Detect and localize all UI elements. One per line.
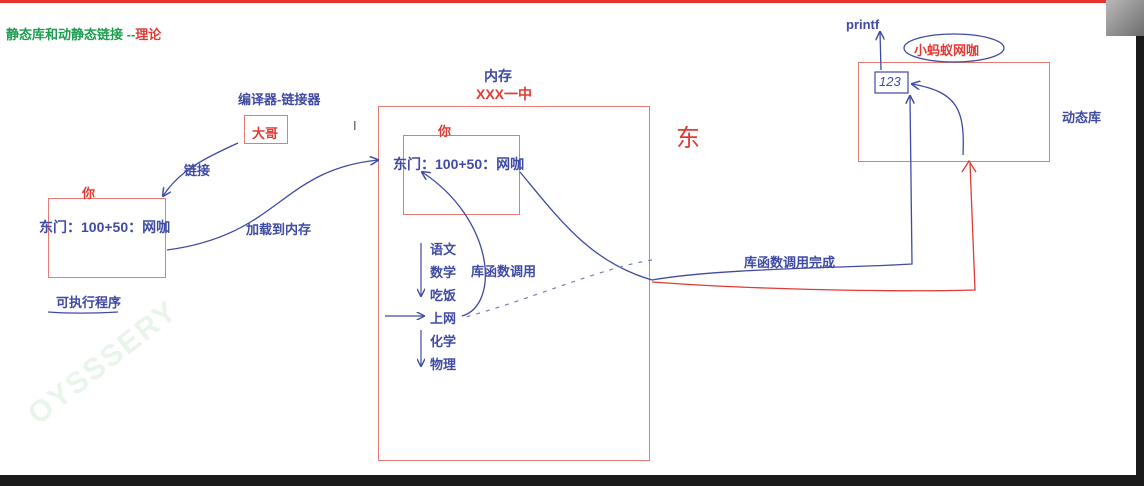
printf-arrow — [880, 32, 881, 71]
schedule-item-physics: 物理 — [430, 357, 457, 372]
exe-program-label: 可执行程序 — [56, 295, 122, 310]
dynamic-lib-label: 动态库 — [1062, 110, 1102, 125]
schedule-item-chinese: 语文 — [430, 242, 457, 257]
exe-address-label: 东门：100+50：网咖 — [39, 219, 171, 235]
lib-call-done-line — [651, 96, 912, 281]
schedule-item-lunch: 吃饭 — [430, 288, 457, 303]
schedule-item-math: 数学 — [430, 265, 457, 280]
page-title: 静态库和动静态链接 --理论 — [6, 24, 161, 43]
scribble-mark: 东 — [676, 124, 700, 152]
exe-underline — [47, 311, 119, 314]
title-main: 静态库和动静态链接 — [6, 27, 124, 42]
executable-box — [48, 198, 166, 278]
lib-done-label: 库函数调用完成 — [744, 255, 836, 270]
netcafe-curve — [519, 171, 653, 281]
compiler-label: 编译器-链接器 — [238, 92, 321, 107]
exe-you-label: 你 — [82, 186, 96, 201]
ant-cafe-label: 小蚂蚁网咖 — [914, 43, 980, 58]
text-cursor: I — [353, 118, 357, 133]
title-theory: 理论 — [135, 27, 162, 42]
big-brother-label: 大哥 — [252, 126, 279, 141]
red-call-line — [651, 162, 976, 292]
school-label: XXX一中 — [476, 86, 533, 102]
return-to-slot — [912, 84, 964, 156]
mem-you-label: 你 — [438, 124, 452, 139]
link-label: 链接 — [184, 163, 211, 178]
you-in-memory-box — [403, 135, 520, 215]
printf-label: printf — [846, 17, 880, 32]
load-label: 加载到内存 — [246, 222, 312, 237]
webcam-overlay — [1106, 0, 1144, 36]
ant-cafe-oval — [903, 33, 1005, 63]
bottom-border — [0, 475, 1144, 486]
schedule-item-chemistry: 化学 — [430, 334, 457, 349]
compiler-box — [244, 115, 288, 144]
dotted-return — [461, 259, 653, 319]
link-arrow — [163, 142, 239, 196]
load-arrow — [166, 160, 378, 251]
slot-label: 123 — [879, 74, 901, 89]
mem-address-label: 东门：100+50：网咖 — [393, 156, 525, 172]
memory-label: 内存 — [484, 68, 512, 84]
memory-box — [378, 106, 650, 461]
top-border — [0, 0, 1144, 3]
schedule-item-online: 上网 — [430, 311, 457, 326]
title-separator: -- — [123, 27, 136, 42]
right-border — [1136, 0, 1144, 486]
slot-box — [874, 71, 909, 94]
online-to-east-gate — [422, 172, 487, 317]
lib-call-label: 库函数调用 — [471, 264, 537, 279]
